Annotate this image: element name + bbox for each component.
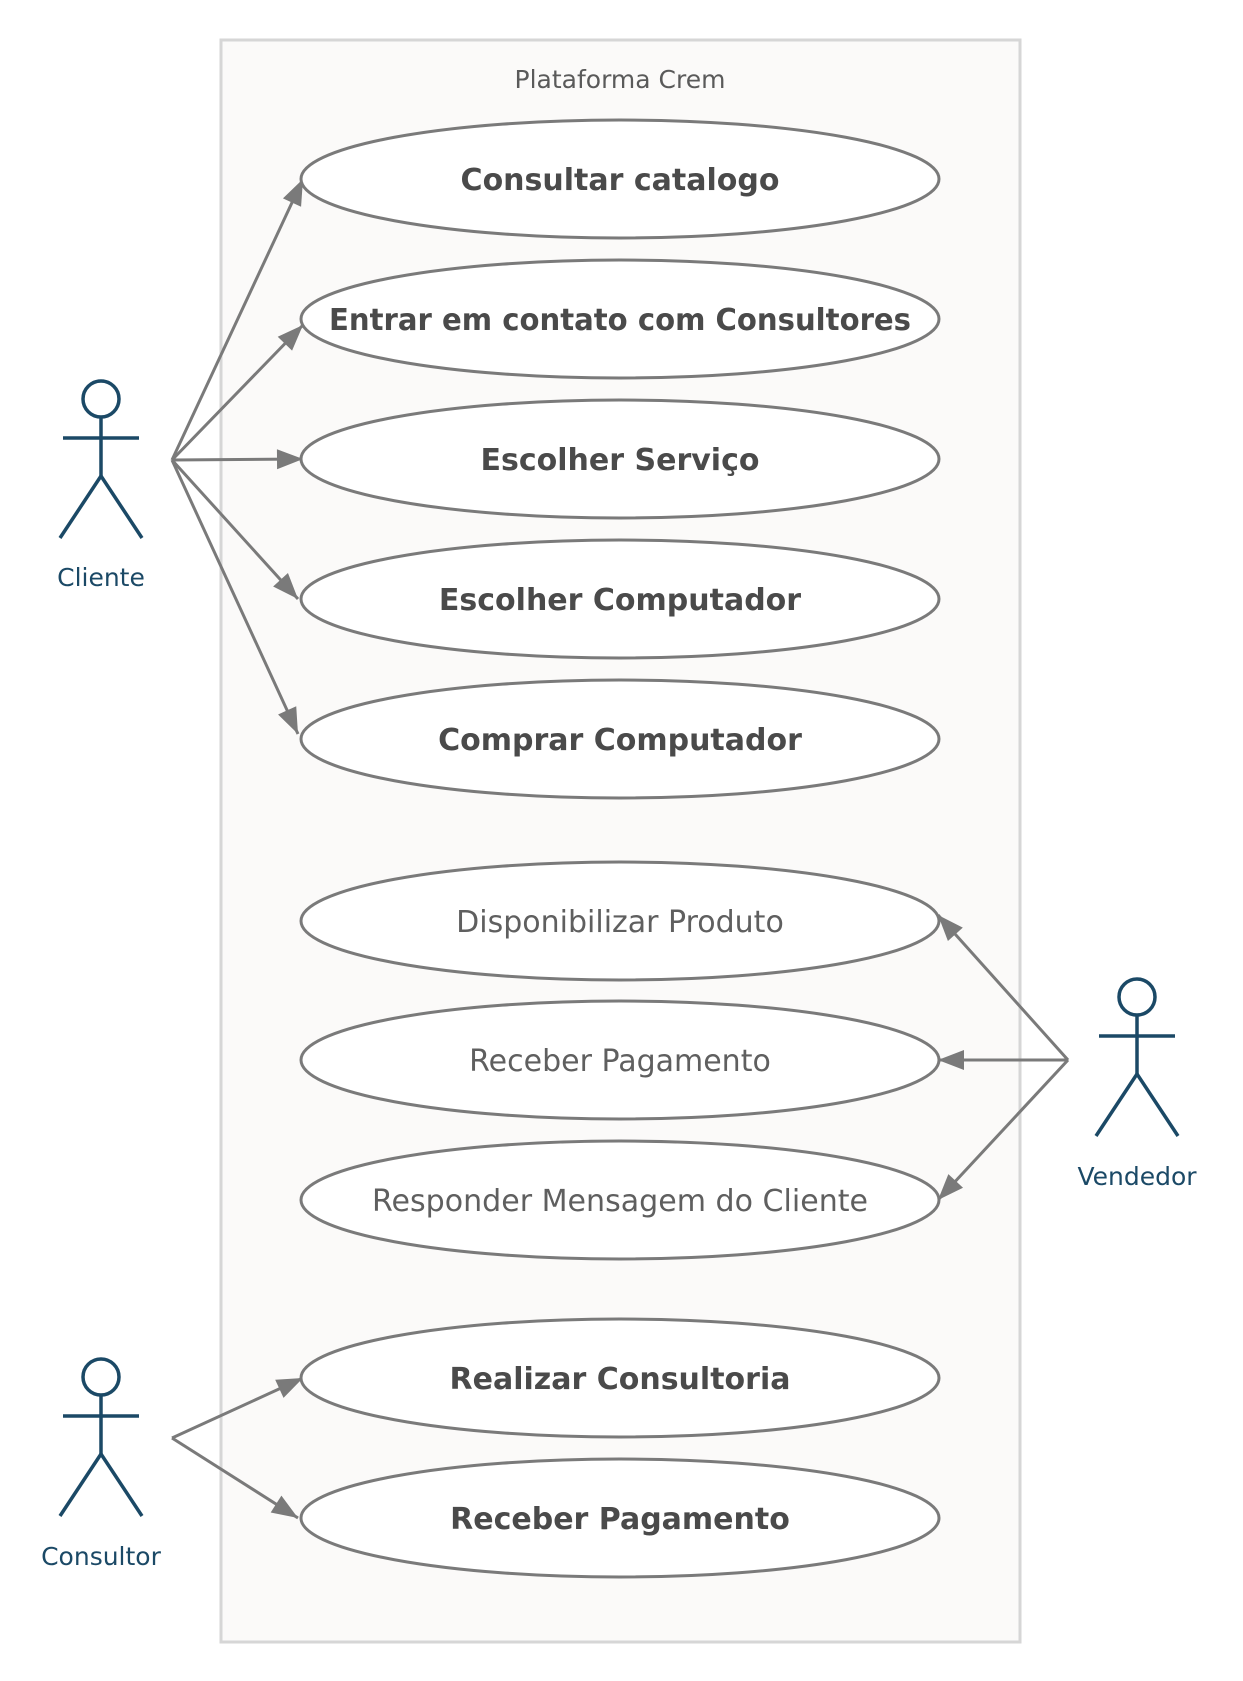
use-case-label: Comprar Computador — [438, 723, 802, 758]
use-case-ellipse[interactable] — [299, 538, 941, 660]
use-case-entrar-em-contato[interactable]: Entrar em contato com Consultores — [299, 258, 941, 380]
use-case-label: Disponibilizar Produto — [456, 905, 784, 940]
use-case-disponibilizar-produto[interactable]: Disponibilizar Produto — [299, 860, 941, 982]
use-case-ellipse[interactable] — [299, 678, 941, 800]
use-case-responder-mensagem[interactable]: Responder Mensagem do Cliente — [299, 1139, 941, 1261]
arrowhead-icon — [282, 179, 303, 207]
use-case-receber-pagamento-consultor[interactable]: Receber Pagamento — [299, 1457, 941, 1579]
association-line — [170, 459, 300, 735]
actor-consultor[interactable]: Consultor — [41, 1357, 162, 1571]
arrowhead-icon — [277, 325, 303, 351]
association-line — [170, 458, 300, 601]
arrowhead-icon — [938, 915, 963, 942]
arrowhead-icon — [275, 1378, 303, 1398]
use-case-label: Consultar catalogo — [461, 163, 780, 198]
use-case-ellipse[interactable] — [299, 118, 941, 240]
use-case-realizar-consultoria[interactable]: Realizar Consultoria — [299, 1317, 941, 1439]
use-case-consultar-catalogo[interactable]: Consultar catalogo — [299, 118, 941, 240]
use-case-label: Entrar em contato com Consultores — [329, 303, 911, 338]
use-case-label: Realizar Consultoria — [450, 1362, 791, 1397]
actor-vendedor[interactable]: Vendedor — [1077, 977, 1197, 1191]
arrowhead-icon — [270, 1495, 298, 1518]
stick-figure-icon — [58, 1357, 144, 1517]
arrowhead-icon — [938, 1050, 964, 1070]
system-title: Plataforma Crem — [515, 65, 726, 94]
use-case-ellipse[interactable] — [299, 1317, 941, 1439]
use-case-label: Receber Pagamento — [450, 1502, 790, 1537]
associations — [170, 178, 1070, 1520]
use-case-ellipse[interactable] — [299, 860, 941, 982]
use-case-receber-pagamento-vendedor[interactable]: Receber Pagamento — [299, 999, 941, 1121]
use-case-ellipse[interactable] — [299, 1139, 941, 1261]
use-case-comprar-computador[interactable]: Comprar Computador — [299, 678, 941, 800]
use-case-label: Receber Pagamento — [469, 1044, 771, 1079]
actor-cliente[interactable]: Cliente — [57, 379, 145, 592]
use-case-ellipse[interactable] — [299, 258, 941, 380]
use-case-ellipse[interactable] — [299, 398, 941, 520]
arrowhead-icon — [938, 1174, 964, 1200]
use-case-escolher-computador[interactable]: Escolher Computador — [299, 538, 941, 660]
association-line — [170, 178, 305, 461]
arrowhead-icon — [276, 449, 303, 470]
use-case-ellipse[interactable] — [299, 999, 941, 1121]
association-line — [936, 1058, 1070, 1202]
use-case-label: Responder Mensagem do Cliente — [372, 1184, 868, 1219]
stick-figure-icon — [58, 379, 144, 539]
actor-label: Consultor — [41, 1542, 162, 1571]
use-case-label: Escolher Serviço — [481, 443, 760, 478]
association-line — [936, 913, 1070, 1062]
use-case-ellipse[interactable] — [299, 1457, 941, 1579]
actor-label: Cliente — [57, 563, 145, 592]
arrowhead-icon — [273, 573, 298, 599]
use-case-escolher-servico[interactable]: Escolher Serviço — [299, 398, 941, 520]
stick-figure-icon — [1094, 977, 1180, 1137]
arrowhead-icon — [278, 706, 298, 734]
use-case-label: Escolher Computador — [439, 583, 801, 618]
actor-label: Vendedor — [1077, 1162, 1197, 1191]
association-line — [170, 323, 305, 462]
